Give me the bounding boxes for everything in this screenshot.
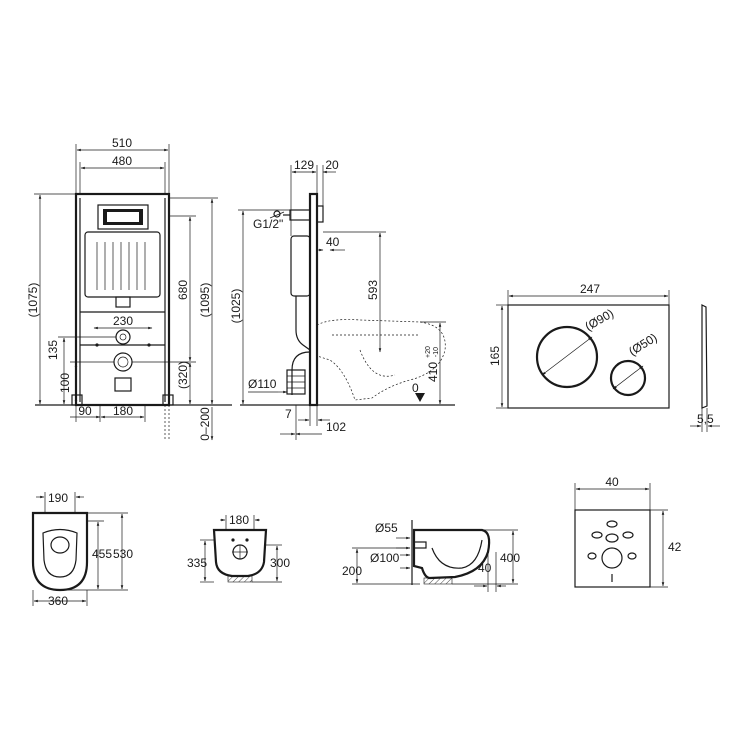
dim-129: 129 (294, 158, 314, 172)
cistern-outlet (115, 296, 131, 308)
dim-510: 510 (112, 136, 132, 150)
bowl-inner (431, 539, 483, 569)
dim-165: 165 (488, 346, 502, 366)
template-outline (574, 509, 651, 588)
dim-102: 102 (326, 420, 346, 434)
template-inlet (605, 533, 619, 543)
template-bolt-right (627, 552, 637, 560)
dim-zero: 0 (412, 381, 419, 395)
template-bolt-left (587, 552, 597, 560)
cistern-side (290, 235, 311, 297)
dim-230: 230 (113, 314, 133, 328)
drain-circle (113, 352, 133, 372)
dim-40-side: 40 (326, 235, 340, 249)
dim-40-toilet: 40 (478, 561, 492, 575)
dim-thread: G1/2" (253, 217, 283, 231)
drain-stub (114, 377, 132, 392)
actuator-window (107, 212, 139, 222)
frame-outline (74, 192, 171, 407)
mount-frame-column (308, 192, 319, 407)
dim-small-d: (Ø50) (626, 330, 659, 358)
dim-360: 360 (48, 594, 68, 608)
dim-455: 455 (92, 547, 112, 561)
small-button (609, 359, 647, 397)
dim-335: 335 (187, 556, 207, 570)
bowl-hole (50, 536, 70, 554)
dim-680: 680 (176, 280, 190, 300)
dim-247: 247 (580, 282, 600, 296)
dim-300: 300 (270, 556, 290, 570)
dim-5-5: 5,5 (697, 412, 714, 426)
toilet-back-view: 180 335 300 (187, 513, 290, 583)
dim-410-tol-minus: -10 (433, 347, 440, 357)
toilet-side-view: Ø55 Ø100 200 400 40 (342, 520, 520, 592)
toilet-top-outline (31, 511, 89, 592)
plate-profile (701, 304, 708, 409)
template-slot-top (606, 520, 618, 528)
drain-bend (291, 351, 311, 395)
dim-400: 400 (500, 551, 520, 565)
dim-42: 42 (668, 540, 682, 554)
dim-480: 480 (112, 154, 132, 168)
dim-190: 190 (48, 491, 68, 505)
inlet-circle (115, 329, 131, 345)
dim-1075: (1075) (26, 283, 40, 318)
dim-410: 410 (426, 362, 440, 382)
dim-180-back: 180 (229, 513, 249, 527)
dim-40-template: 40 (605, 475, 619, 489)
large-button (535, 325, 599, 389)
zero-marker (415, 393, 425, 402)
dim-d55: Ø55 (375, 521, 398, 535)
template-drain (601, 547, 623, 569)
dim-530: 530 (113, 547, 133, 561)
dim-0-200: 0–200 (198, 407, 212, 441)
flush-plate-view: (Ø90) (Ø50) 247 165 5,5 (488, 282, 720, 432)
flush-pipe (295, 296, 311, 351)
cistern-body (84, 231, 161, 298)
dim-180: 180 (113, 404, 133, 418)
dim-320: (320) (176, 361, 190, 389)
dim-1025: (1025) (229, 289, 243, 324)
dim-big-d: (Ø90) (583, 306, 617, 333)
dim-200: 200 (342, 564, 362, 578)
dim-1095: (1095) (198, 283, 212, 318)
toilet-top-view: 190 455 530 360 (31, 491, 133, 608)
template-slot-right (622, 531, 634, 539)
dim-d100: Ø100 (370, 551, 400, 565)
dim-d110: Ø110 (248, 377, 277, 391)
seat-opening (42, 528, 78, 578)
dim-100: 100 (58, 373, 72, 393)
toilet-bowl-dashed (316, 319, 446, 401)
dim-593: 593 (366, 280, 380, 300)
plate-outline (507, 304, 670, 409)
dim-20: 20 (325, 158, 339, 172)
dim-410-tol-plus: +20 (425, 346, 432, 358)
template-slot-left (591, 531, 603, 539)
dim-135: 135 (46, 340, 60, 360)
mounting-template-view: 40 42 (574, 475, 682, 588)
toilet-side-outline (412, 528, 491, 580)
dim-90: 90 (78, 404, 92, 418)
dim-7: 7 (285, 407, 292, 421)
frame-front-view: 510 480 230 (1075) 135 100 680 (320) (10… (26, 136, 232, 441)
frame-side-view: 129 20 G1/2" 40 593 (1025) Ø110 410 +20 … (229, 158, 455, 440)
top-bracket (97, 204, 149, 230)
